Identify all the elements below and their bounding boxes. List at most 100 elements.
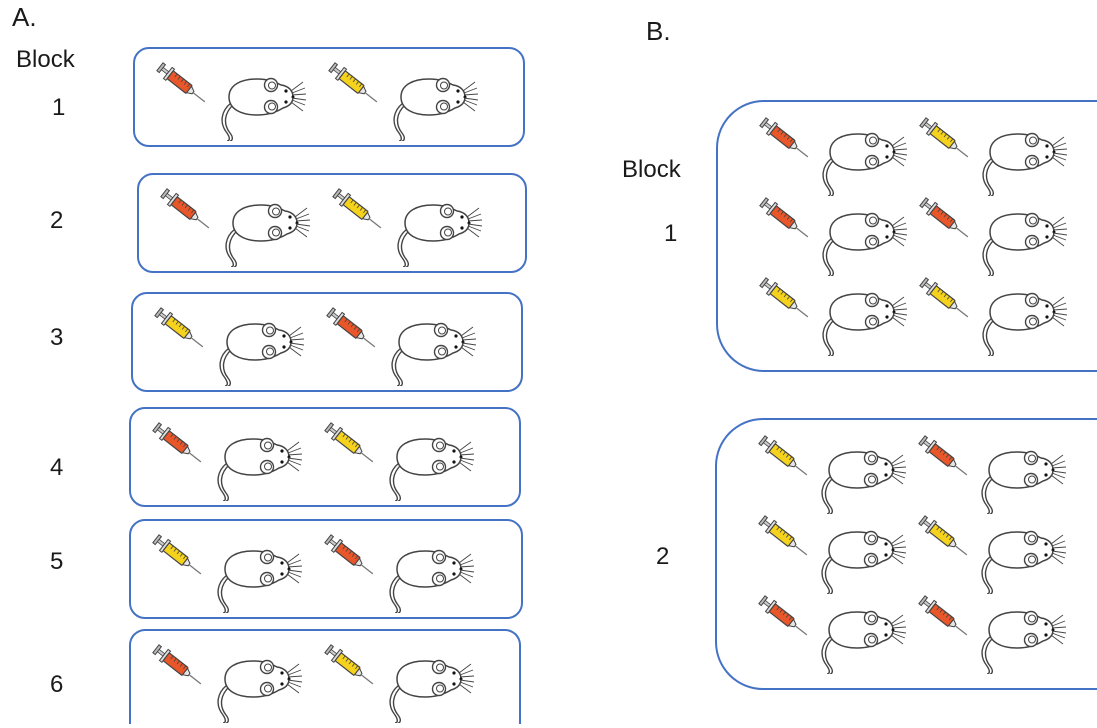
panel-b-block-1-row-1-syringe-1-icon-graphic — [759, 117, 809, 158]
panel-a-block-1-mouse-1-icon-graphic — [221, 77, 307, 142]
panel-a-block-number-1: 1 — [52, 94, 66, 121]
panel-a-block-2-syringe-2-icon — [329, 185, 387, 240]
panel-b-block-2-row-2-mouse-2-icon-graphic — [981, 530, 1067, 595]
panel-b-block-2-row-2-mouse-2-icon — [977, 522, 1069, 599]
panel-a-block-6-mouse-2-icon-graphic — [389, 659, 475, 724]
panel-a-block-3-mouse-1-icon-graphic — [219, 322, 305, 387]
panel-a-block-3-mouse-1-icon — [215, 314, 307, 391]
panel-b-block-1-row-2-mouse-1-icon — [818, 204, 910, 281]
panel-b-block-2-row-3-syringe-2-icon — [915, 592, 973, 647]
panel-a-block-number-3: 3 — [50, 324, 64, 351]
panel-b-block-2-row-2-syringe-2-icon-graphic — [918, 515, 968, 556]
panel-a-block-2-mouse-1-icon-graphic — [225, 203, 311, 268]
panel-b-block-number-1: 1 — [664, 220, 678, 247]
panel-a-block-number-5: 5 — [50, 548, 64, 575]
panel-b-block-2-row-3-syringe-1-icon — [755, 592, 813, 647]
panel-b-block-2-row-3-mouse-1-icon — [817, 602, 909, 679]
panel-b-block-1-row-1-mouse-2-icon — [978, 124, 1070, 201]
panel-a-block-3-syringe-1-icon-graphic — [154, 307, 204, 348]
panel-a-block-number-2: 2 — [50, 207, 64, 234]
panel-b-block-1-row-2-syringe-1-icon — [756, 194, 814, 249]
panel-b-block-2-row-1-syringe-2-icon-graphic — [918, 435, 968, 476]
panel-a-label: A. — [12, 2, 37, 32]
panel-b-block-2-row-1-mouse-2-icon-graphic — [981, 450, 1067, 515]
panel-a-block-header: Block — [16, 46, 75, 73]
panel-b-block-1-row-2-mouse-2-icon-graphic — [982, 212, 1068, 277]
panel-a-block-6-syringe-2-icon — [321, 641, 379, 696]
panel-a-block-3-syringe-2-icon-graphic — [326, 307, 376, 348]
panel-b-block-1-row-1-syringe-2-icon — [916, 114, 974, 169]
panel-a-block-6-syringe-1-icon — [149, 641, 207, 696]
panel-b-block-1-row-1-mouse-1-icon-graphic — [822, 132, 908, 197]
panel-b-block-1-row-3-mouse-2-icon — [978, 284, 1070, 361]
panel-a-block-2-syringe-2-icon-graphic — [332, 188, 382, 229]
panel-b-block-header: Block — [622, 156, 681, 183]
panel-a-block-5-syringe-2-icon-graphic — [324, 534, 374, 575]
panel-a-block-4-mouse-1-icon-graphic — [217, 437, 303, 502]
panel-b-block-2-row-1-syringe-1-icon-graphic — [758, 435, 808, 476]
panel-a-block-6-syringe-2-icon-graphic — [324, 644, 374, 685]
panel-a-block-5-syringe-2-icon — [321, 531, 379, 586]
panel-a-block-5-mouse-1-icon-graphic — [217, 549, 303, 614]
panel-a-block-4-mouse-1-icon — [213, 429, 305, 506]
panel-a-block-number-6: 6 — [50, 671, 64, 698]
panel-a-block-6-syringe-1-icon-graphic — [152, 644, 202, 685]
panel-a-block-3-syringe-1-icon — [151, 304, 209, 359]
panel-a-block-1-syringe-2-icon-graphic — [328, 62, 378, 103]
panel-b-label: B. — [646, 16, 671, 46]
panel-a-block-4-syringe-2-icon — [321, 419, 379, 474]
panel-a-block-4-syringe-1-icon — [149, 419, 207, 474]
panel-b-block-1-row-2-mouse-1-icon-graphic — [822, 212, 908, 277]
panel-a-block-4-mouse-2-icon-graphic — [389, 437, 475, 502]
panel-a-block-1-syringe-1-icon — [153, 59, 211, 114]
panel-a-block-3-mouse-2-icon — [387, 314, 479, 391]
panel-a-block-6-mouse-1-icon-graphic — [217, 659, 303, 724]
panel-a-block-5-syringe-1-icon-graphic — [152, 534, 202, 575]
panel-a-block-4-mouse-2-icon — [385, 429, 477, 506]
panel-b-block-2-row-2-mouse-1-icon — [817, 522, 909, 599]
panel-b-block-2-row-2-syringe-1-icon-graphic — [758, 515, 808, 556]
panel-b-block-1-row-3-syringe-1-icon — [756, 274, 814, 329]
panel-b-block-1-row-2-syringe-1-icon-graphic — [759, 197, 809, 238]
panel-a-block-2-syringe-1-icon-graphic — [160, 188, 210, 229]
panel-b-block-1-row-1-syringe-1-icon — [756, 114, 814, 169]
panel-b-block-2-row-1-mouse-1-icon — [817, 442, 909, 519]
panel-b-block-1-row-3-syringe-1-icon-graphic — [759, 277, 809, 318]
panel-b-block-2-row-2-mouse-1-icon-graphic — [821, 530, 907, 595]
panel-b-block-1-row-3-syringe-2-icon-graphic — [919, 277, 969, 318]
panel-b-block-2-row-1-syringe-2-icon — [915, 432, 973, 487]
panel-a-block-5-mouse-2-icon — [385, 541, 477, 618]
panel-b-block-1-row-2-syringe-2-icon — [916, 194, 974, 249]
panel-b-block-1-row-1-mouse-2-icon-graphic — [982, 132, 1068, 197]
panel-a-block-4-syringe-1-icon-graphic — [152, 422, 202, 463]
panel-b-block-1-row-1-syringe-2-icon-graphic — [919, 117, 969, 158]
panel-b-block-2-row-1-mouse-2-icon — [977, 442, 1069, 519]
panel-b-block-1-row-3-syringe-2-icon — [916, 274, 974, 329]
panel-b-block-2-row-3-syringe-1-icon-graphic — [758, 595, 808, 636]
panel-b-block-2-row-2-syringe-2-icon — [915, 512, 973, 567]
panel-a-block-1-syringe-2-icon — [325, 59, 383, 114]
panel-a-block-2-mouse-2-icon-graphic — [397, 203, 483, 268]
panel-a-block-3-syringe-2-icon — [323, 304, 381, 359]
panel-a-block-1-syringe-1-icon-graphic — [156, 62, 206, 103]
panel-b-block-number-2: 2 — [656, 543, 670, 570]
panel-a-block-4-syringe-2-icon-graphic — [324, 422, 374, 463]
panel-a-block-6-mouse-1-icon — [213, 651, 305, 728]
panel-b-block-2-row-3-mouse-2-icon-graphic — [981, 610, 1067, 675]
panel-a-block-2-syringe-1-icon — [157, 185, 215, 240]
panel-a-block-1-mouse-2-icon-graphic — [393, 77, 479, 142]
panel-b-block-1-row-3-mouse-1-icon — [818, 284, 910, 361]
panel-a-block-number-4: 4 — [50, 454, 64, 481]
panel-a-block-2-mouse-2-icon — [393, 195, 485, 272]
panel-b-block-1-row-3-mouse-1-icon-graphic — [822, 292, 908, 357]
panel-b-block-2-row-3-mouse-2-icon — [977, 602, 1069, 679]
panel-a-block-5-mouse-1-icon — [213, 541, 305, 618]
panel-b-block-2-row-1-mouse-1-icon-graphic — [821, 450, 907, 515]
panel-b-block-1-row-3-mouse-2-icon-graphic — [982, 292, 1068, 357]
panel-a-block-6-mouse-2-icon — [385, 651, 477, 728]
panel-a-block-1-mouse-1-icon — [217, 69, 309, 146]
panel-a-block-3-mouse-2-icon-graphic — [391, 322, 477, 387]
panel-b-block-2-row-3-syringe-2-icon-graphic — [918, 595, 968, 636]
panel-b-block-1-row-2-mouse-2-icon — [978, 204, 1070, 281]
panel-b-block-2-row-3-mouse-1-icon-graphic — [821, 610, 907, 675]
